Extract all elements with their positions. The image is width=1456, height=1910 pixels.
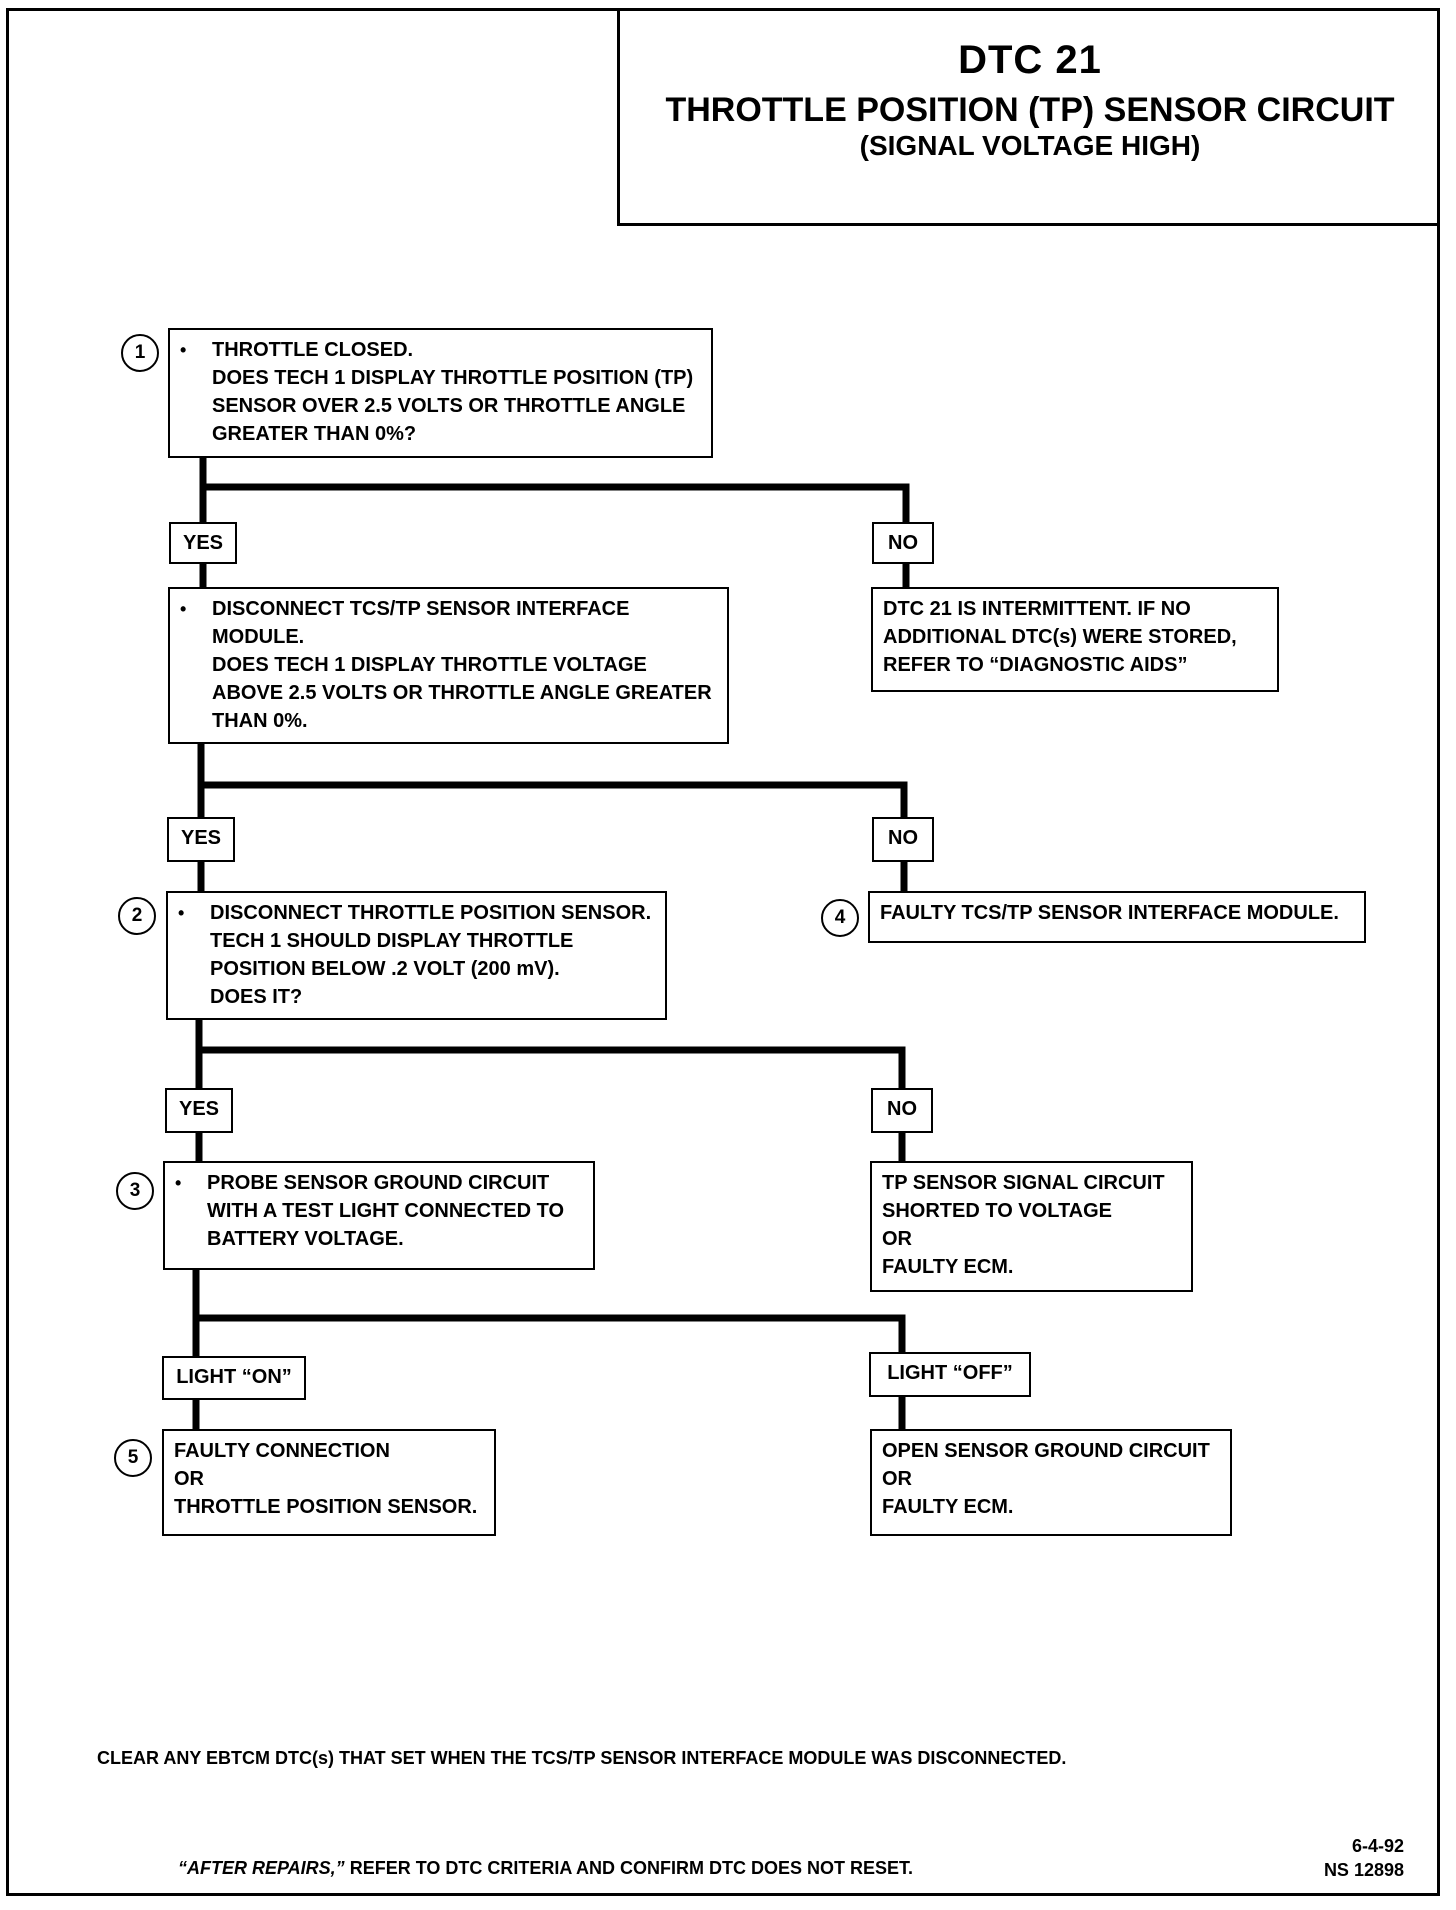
step-2-line: DISCONNECT THROTTLE POSITION SENSOR.: [210, 902, 652, 924]
step-3-line: WITH A TEST LIGHT CONNECTED TO: [207, 1200, 565, 1222]
doc-code: NS 12898: [1323, 1860, 1404, 1880]
step-2-box: • DISCONNECT THROTTLE POSITION SENSOR. T…: [166, 891, 667, 1020]
doc-date: 6-4-92: [1351, 1836, 1404, 1856]
after-repairs-emphasis: “AFTER REPAIRS,”: [178, 1858, 345, 1878]
step-4-box: FAULTY TCS/TP SENSOR INTERFACE MODULE.: [868, 891, 1366, 943]
step-2-line: DOES IT?: [210, 986, 303, 1008]
step-5-line: THROTTLE POSITION SENSOR.: [174, 1496, 478, 1518]
light-on-label: LIGHT “ON”: [162, 1356, 306, 1400]
connector-1b-no: [197, 781, 908, 822]
step-1b-line: DISCONNECT TCS/TP SENSOR INTERFACE: [212, 598, 630, 620]
signal-shorted-line: FAULTY ECM.: [882, 1256, 1014, 1278]
no-label: NO: [872, 522, 934, 564]
step-1-line: SENSOR OVER 2.5 VOLTS OR THROTTLE ANGLE: [212, 395, 686, 417]
step-1-line: DOES TECH 1 DISPLAY THROTTLE POSITION (T…: [212, 367, 694, 389]
connector-2-no: [195, 1046, 906, 1094]
step-1b-line: ABOVE 2.5 VOLTS OR THROTTLE ANGLE GREATE…: [212, 682, 712, 704]
connector-1-no: [199, 483, 910, 529]
signal-shorted-line: SHORTED TO VOLTAGE: [882, 1200, 1113, 1222]
step-1b-box: • DISCONNECT TCS/TP SENSOR INTERFACE MOD…: [168, 587, 729, 744]
yes-label: YES: [169, 522, 237, 564]
step-3-line: PROBE SENSOR GROUND CIRCUIT: [207, 1172, 550, 1194]
dtc-code: DTC 21: [958, 38, 1102, 82]
step-number-5: 5: [114, 1439, 152, 1477]
step-1b-line: DOES TECH 1 DISPLAY THROTTLE VOLTAGE: [212, 654, 647, 676]
intermittent-box: DTC 21 IS INTERMITTENT. IF NO ADDITIONAL…: [871, 587, 1279, 692]
step-number-4: 4: [821, 899, 859, 937]
step-5-line: FAULTY CONNECTION: [174, 1440, 390, 1462]
diagram-subtitle: (SIGNAL VOLTAGE HIGH): [859, 130, 1201, 161]
open-ground-line: OR: [882, 1468, 912, 1490]
connector-3-off: [192, 1314, 906, 1356]
step-2-line: POSITION BELOW .2 VOLT (200 mV).: [210, 958, 560, 980]
signal-shorted-box: TP SENSOR SIGNAL CIRCUIT SHORTED TO VOLT…: [870, 1161, 1193, 1292]
step-3-line: BATTERY VOLTAGE.: [207, 1228, 404, 1250]
no-label: NO: [872, 817, 934, 862]
page-border: [6, 8, 1440, 1896]
step-5-line: OR: [174, 1468, 204, 1490]
signal-shorted-line: TP SENSOR SIGNAL CIRCUIT: [882, 1172, 1165, 1194]
step-1-line: GREATER THAN 0%?: [212, 423, 417, 445]
intermittent-line: DTC 21 IS INTERMITTENT. IF NO: [883, 598, 1191, 620]
title-block: DTC 21 THROTTLE POSITION (TP) SENSOR CIR…: [617, 8, 1440, 226]
step-4-line: FAULTY TCS/TP SENSOR INTERFACE MODULE.: [880, 902, 1339, 924]
step-5-box: FAULTY CONNECTION OR THROTTLE POSITION S…: [162, 1429, 496, 1536]
step-1b-line: THAN 0%.: [212, 710, 308, 732]
bullet-icon: •: [175, 1173, 182, 1193]
clear-dtc-note: CLEAR ANY EBTCM DTC(s) THAT SET WHEN THE…: [97, 1748, 1067, 1768]
diagram-title: THROTTLE POSITION (TP) SENSOR CIRCUIT: [665, 91, 1395, 129]
open-ground-line: OPEN SENSOR GROUND CIRCUIT: [882, 1440, 1210, 1462]
step-number-1: 1: [121, 334, 159, 372]
signal-shorted-line: OR: [882, 1228, 912, 1250]
yes-label: YES: [167, 817, 235, 862]
no-label: NO: [871, 1088, 933, 1133]
open-ground-box: OPEN SENSOR GROUND CIRCUIT OR FAULTY ECM…: [870, 1429, 1232, 1536]
step-1-box: • THROTTLE CLOSED. DOES TECH 1 DISPLAY T…: [168, 328, 713, 458]
intermittent-line: REFER TO “DIAGNOSTIC AIDS”: [883, 654, 1188, 676]
yes-label: YES: [165, 1088, 233, 1133]
step-number-2: 2: [118, 897, 156, 935]
after-repairs-note: “AFTER REPAIRS,” REFER TO DTC CRITERIA A…: [178, 1858, 913, 1879]
intermittent-line: ADDITIONAL DTC(s) WERE STORED,: [883, 626, 1237, 648]
step-number-3: 3: [116, 1172, 154, 1210]
after-repairs-text: REFER TO DTC CRITERIA AND CONFIRM DTC DO…: [344, 1858, 914, 1878]
step-1b-line: MODULE.: [212, 626, 305, 648]
bullet-icon: •: [180, 340, 187, 360]
step-1-line: THROTTLE CLOSED.: [212, 339, 414, 361]
bullet-icon: •: [180, 599, 187, 619]
light-off-label: LIGHT “OFF”: [869, 1352, 1031, 1397]
step-2-line: TECH 1 SHOULD DISPLAY THROTTLE: [210, 930, 574, 952]
bullet-icon: •: [178, 903, 185, 923]
step-3-box: • PROBE SENSOR GROUND CIRCUIT WITH A TES…: [163, 1161, 595, 1270]
open-ground-line: FAULTY ECM.: [882, 1496, 1014, 1518]
